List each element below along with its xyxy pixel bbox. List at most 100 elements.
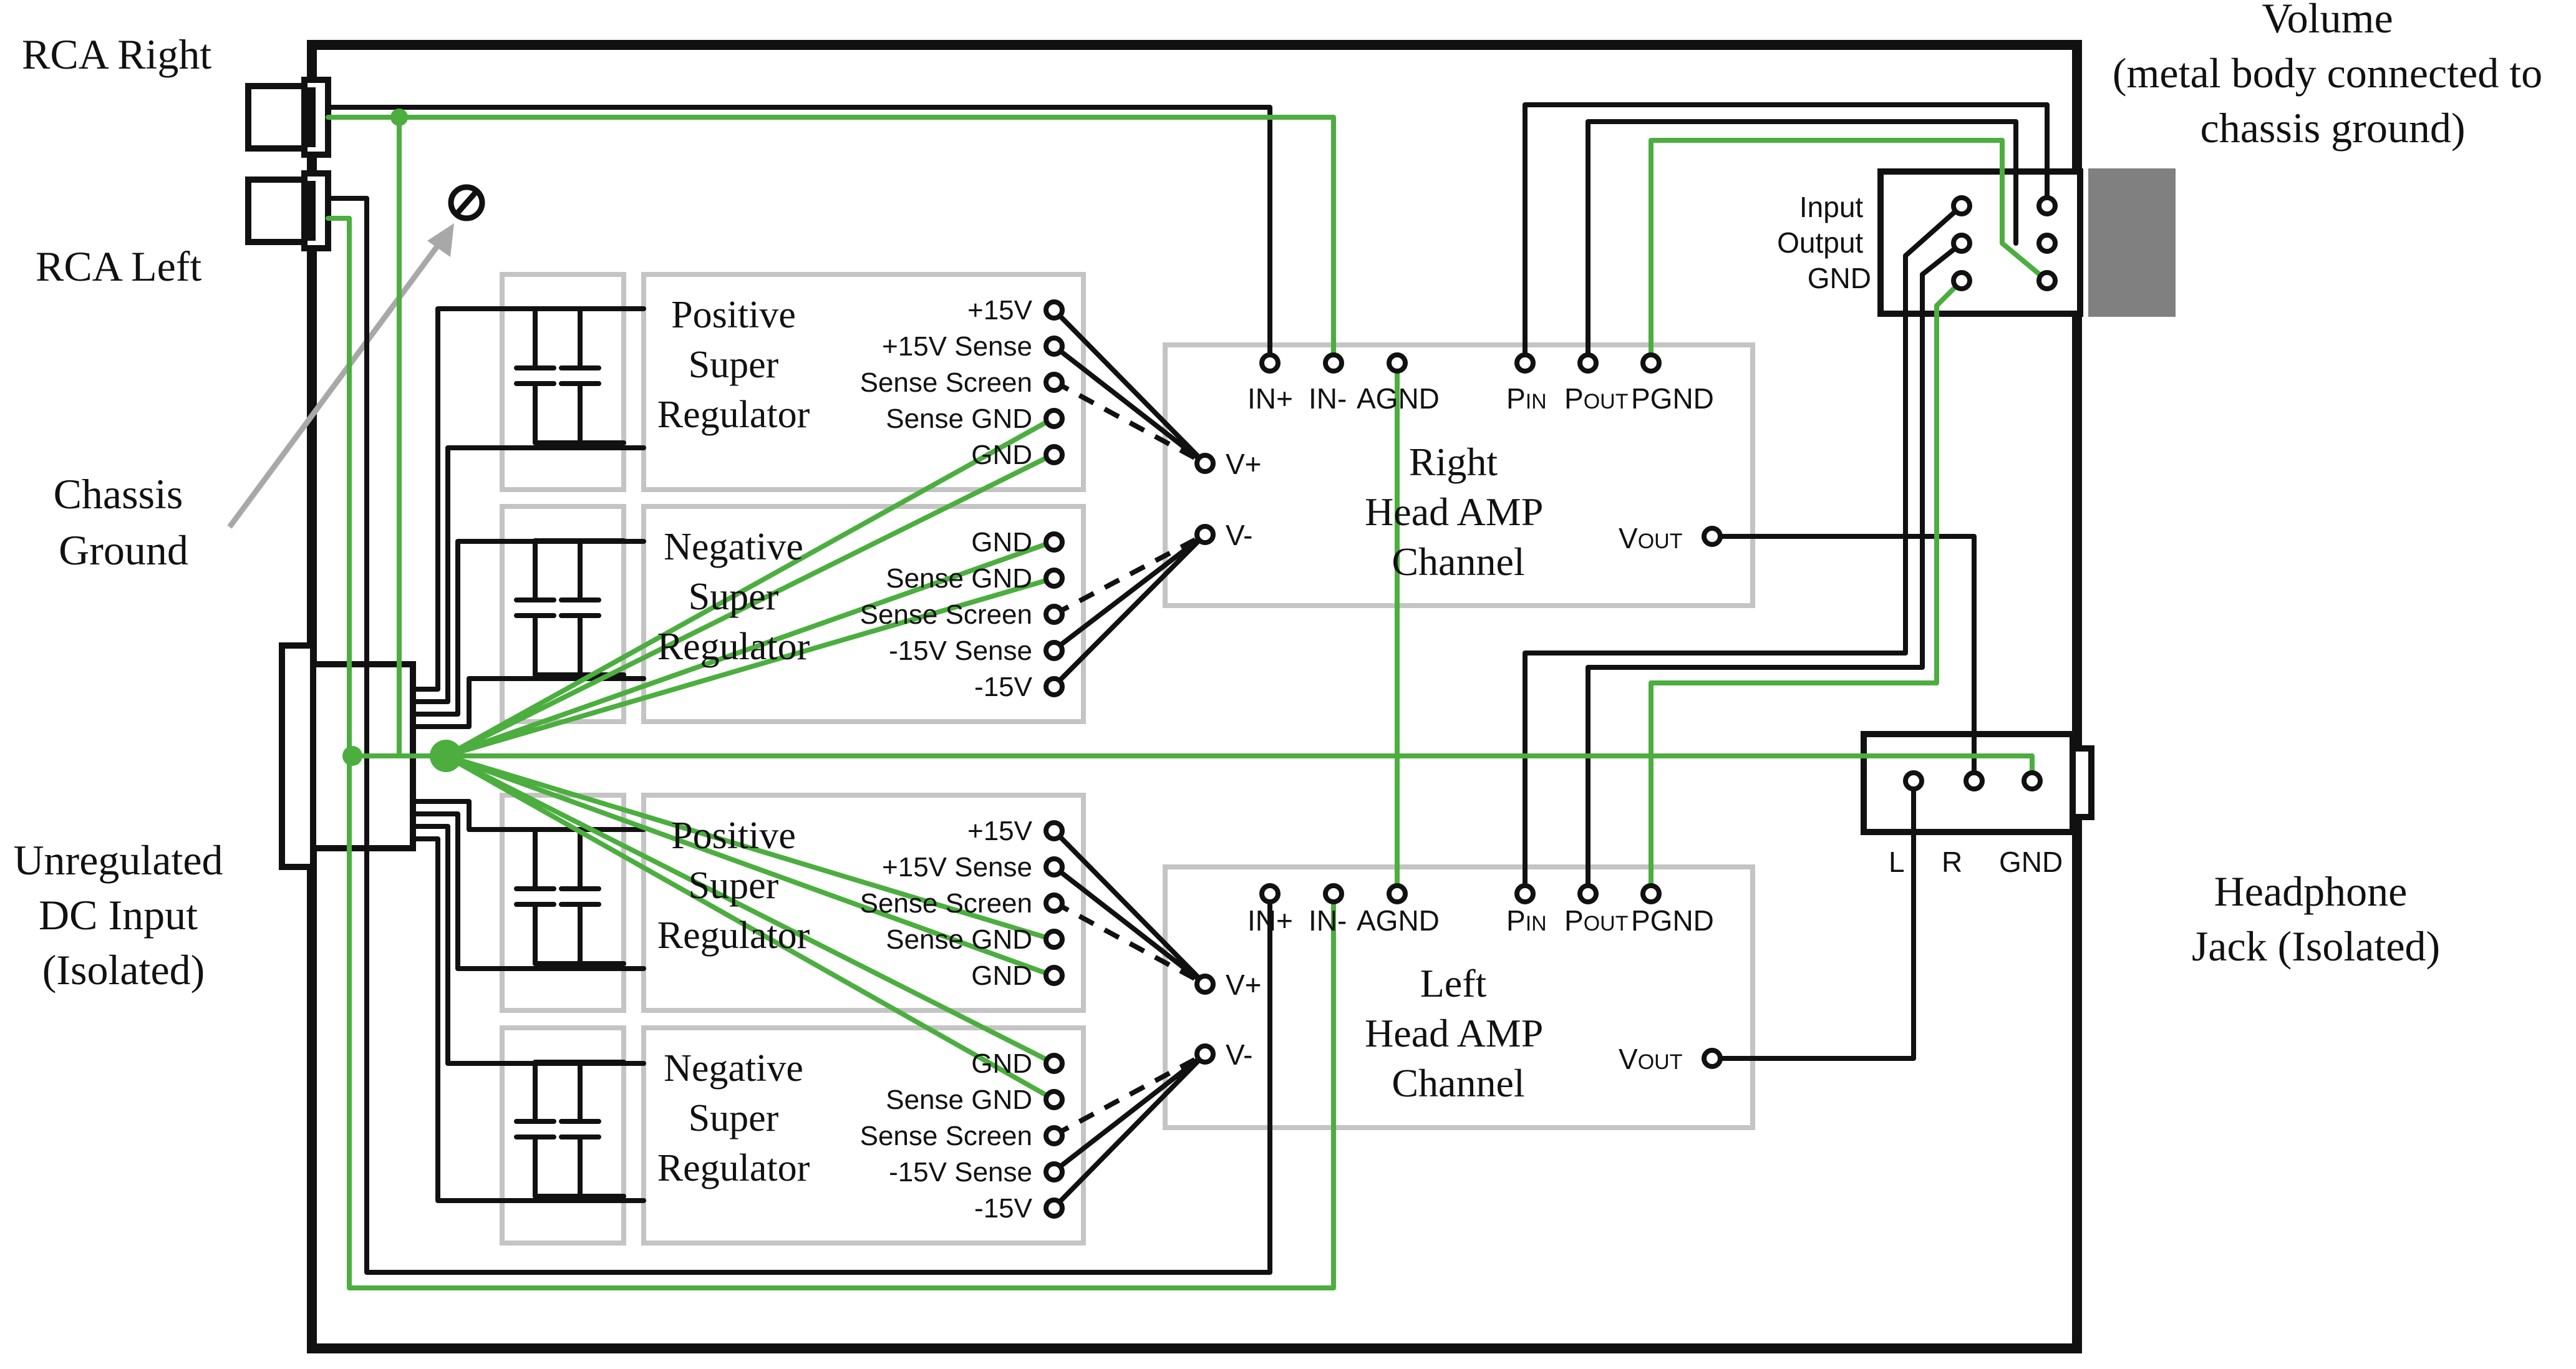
regulator-1-pin-label: Sense Screen [860, 367, 1032, 398]
amp-pin-label: IN- [1309, 382, 1347, 415]
amp-pin-label: VOUT [1619, 1043, 1682, 1075]
amp-pin-label: AGND [1357, 904, 1440, 937]
amp-pin-label: PIN [1506, 382, 1547, 415]
capacitor-pair-4 [514, 1060, 626, 1199]
regulator-2-pin-label: Sense Screen [860, 599, 1032, 630]
regulator-box-4 [641, 1025, 1086, 1246]
jack-pin-r-label: R [1942, 846, 1962, 878]
amp-pin-label: IN+ [1247, 904, 1293, 937]
amp-pin-label: VOUT [1619, 522, 1682, 554]
regulator-2-pin-label: -15V [974, 672, 1033, 702]
jack-pin-gnd-label: GND [1999, 846, 2063, 878]
chassis-ground-arrow [227, 223, 454, 529]
volume-knob [2088, 168, 2176, 317]
regulator-1-pin-label: Sense GND [886, 404, 1032, 434]
regulator-4-pin-label: Sense GND [886, 1085, 1032, 1115]
regulator-1-pin-label: +15V Sense [882, 331, 1032, 362]
regulator-1-terminal [1043, 444, 1065, 465]
volume-terminal [2036, 270, 2058, 291]
regulator-3-terminal [1043, 929, 1065, 950]
amp-pin-label: V- [1226, 519, 1252, 551]
regulator-2-terminal [1043, 568, 1065, 589]
regulator-4-pin-label: Sense Screen [860, 1121, 1032, 1151]
regulator-3-terminal [1043, 856, 1065, 878]
chassis-ground-screw-icon [448, 184, 485, 221]
capacitor-pair-2 [514, 538, 626, 677]
amp-pin-label: V- [1226, 1038, 1252, 1071]
left-amp-terminal [1514, 883, 1536, 904]
regulator-2-terminal [1043, 604, 1065, 625]
amp-pin-label: PGND [1631, 382, 1714, 415]
left-amp-vplus-terminal [1194, 974, 1216, 995]
headphone-jack-terminal [1963, 770, 1985, 791]
volume-terminal [2036, 233, 2058, 254]
left-amp-terminal [1323, 883, 1344, 904]
right-amp-terminal [1323, 352, 1344, 374]
left-amp-vminus-terminal [1194, 1043, 1216, 1065]
regulator-4-pin-label: GND [971, 1048, 1032, 1079]
right-amp-vminus-terminal [1194, 524, 1216, 545]
regulator-3-pin-label: +15V [967, 816, 1033, 846]
regulator-3-pin-label: GND [971, 960, 1032, 991]
left-amp-terminal [1387, 883, 1408, 904]
right-amp-box [1163, 342, 1755, 608]
amp-pin-label: IN- [1309, 904, 1347, 937]
pin-terminals [1043, 195, 2058, 1219]
regulator-box-2 [641, 504, 1086, 724]
left-amp-terminal [1577, 883, 1599, 904]
left-amp-box [1163, 864, 1755, 1130]
regulator-1-terminal [1043, 336, 1065, 357]
regulator-3-pin-label: +15V Sense [882, 852, 1032, 883]
regulator-4-terminal [1043, 1089, 1065, 1110]
chassis-ground-label: Chassis Ground [54, 470, 194, 574]
regulator-1-terminal [1043, 408, 1065, 429]
left-amp-name: Left Head AMP Channel [1365, 961, 1552, 1105]
amp-pin-label: POUT [1564, 904, 1628, 937]
regulator-4-terminal [1043, 1161, 1065, 1183]
amp-pin-label: POUT [1564, 382, 1628, 415]
regulator-3-pin-label: Sense GND [886, 924, 1032, 955]
regulator-3-terminal [1043, 893, 1065, 914]
right-amp-terminal [1577, 352, 1599, 374]
amp-pin-label: V+ [1226, 969, 1262, 1001]
regulator-1-terminal [1043, 299, 1065, 321]
regulator-2-terminal [1043, 640, 1065, 661]
right-amp-terminal [1259, 352, 1281, 374]
right-amp-terminal [1514, 352, 1536, 374]
right-amp-vout-terminal [1702, 526, 1723, 547]
regulator-3-terminal [1043, 820, 1065, 841]
amp-pin-label: PIN [1506, 904, 1547, 937]
capacitor-pair-1 [514, 306, 626, 445]
regulator-3-terminal [1043, 965, 1065, 986]
regulator-2-terminal [1043, 531, 1065, 553]
right-amp-terminal [1387, 352, 1408, 374]
regulator-box-1 [641, 272, 1086, 492]
rca-left-jack [245, 170, 331, 251]
rca-left-label: RCA Left [36, 243, 201, 290]
right-amp-vplus-terminal [1194, 453, 1216, 474]
star-ground-node [430, 740, 462, 772]
regulator-4-terminal [1043, 1197, 1065, 1219]
regulator-4-terminal [1043, 1125, 1065, 1146]
left-amp-vout-terminal [1702, 1048, 1723, 1069]
amp-pin-label: AGND [1357, 382, 1440, 415]
dc-input-label: Unregulated DC Input (Isolated) [13, 836, 233, 994]
regulator-2-pin-label: -15V Sense [889, 636, 1032, 666]
rca-right-label: RCA Right [22, 31, 211, 78]
left-amp-terminal [1640, 883, 1662, 904]
regulator-2-terminal [1043, 676, 1065, 697]
dc-input-connector [279, 642, 416, 870]
right-amp-terminal [1640, 352, 1662, 374]
regulator-3-pin-label: Sense Screen [860, 888, 1032, 919]
capacitor-box-1 [500, 272, 626, 492]
headphone-jack-terminal [1903, 770, 1924, 791]
regulator-1-pin-label: +15V [967, 295, 1033, 326]
amp-pin-label: V+ [1226, 448, 1262, 480]
volume-terminal [2036, 195, 2058, 216]
